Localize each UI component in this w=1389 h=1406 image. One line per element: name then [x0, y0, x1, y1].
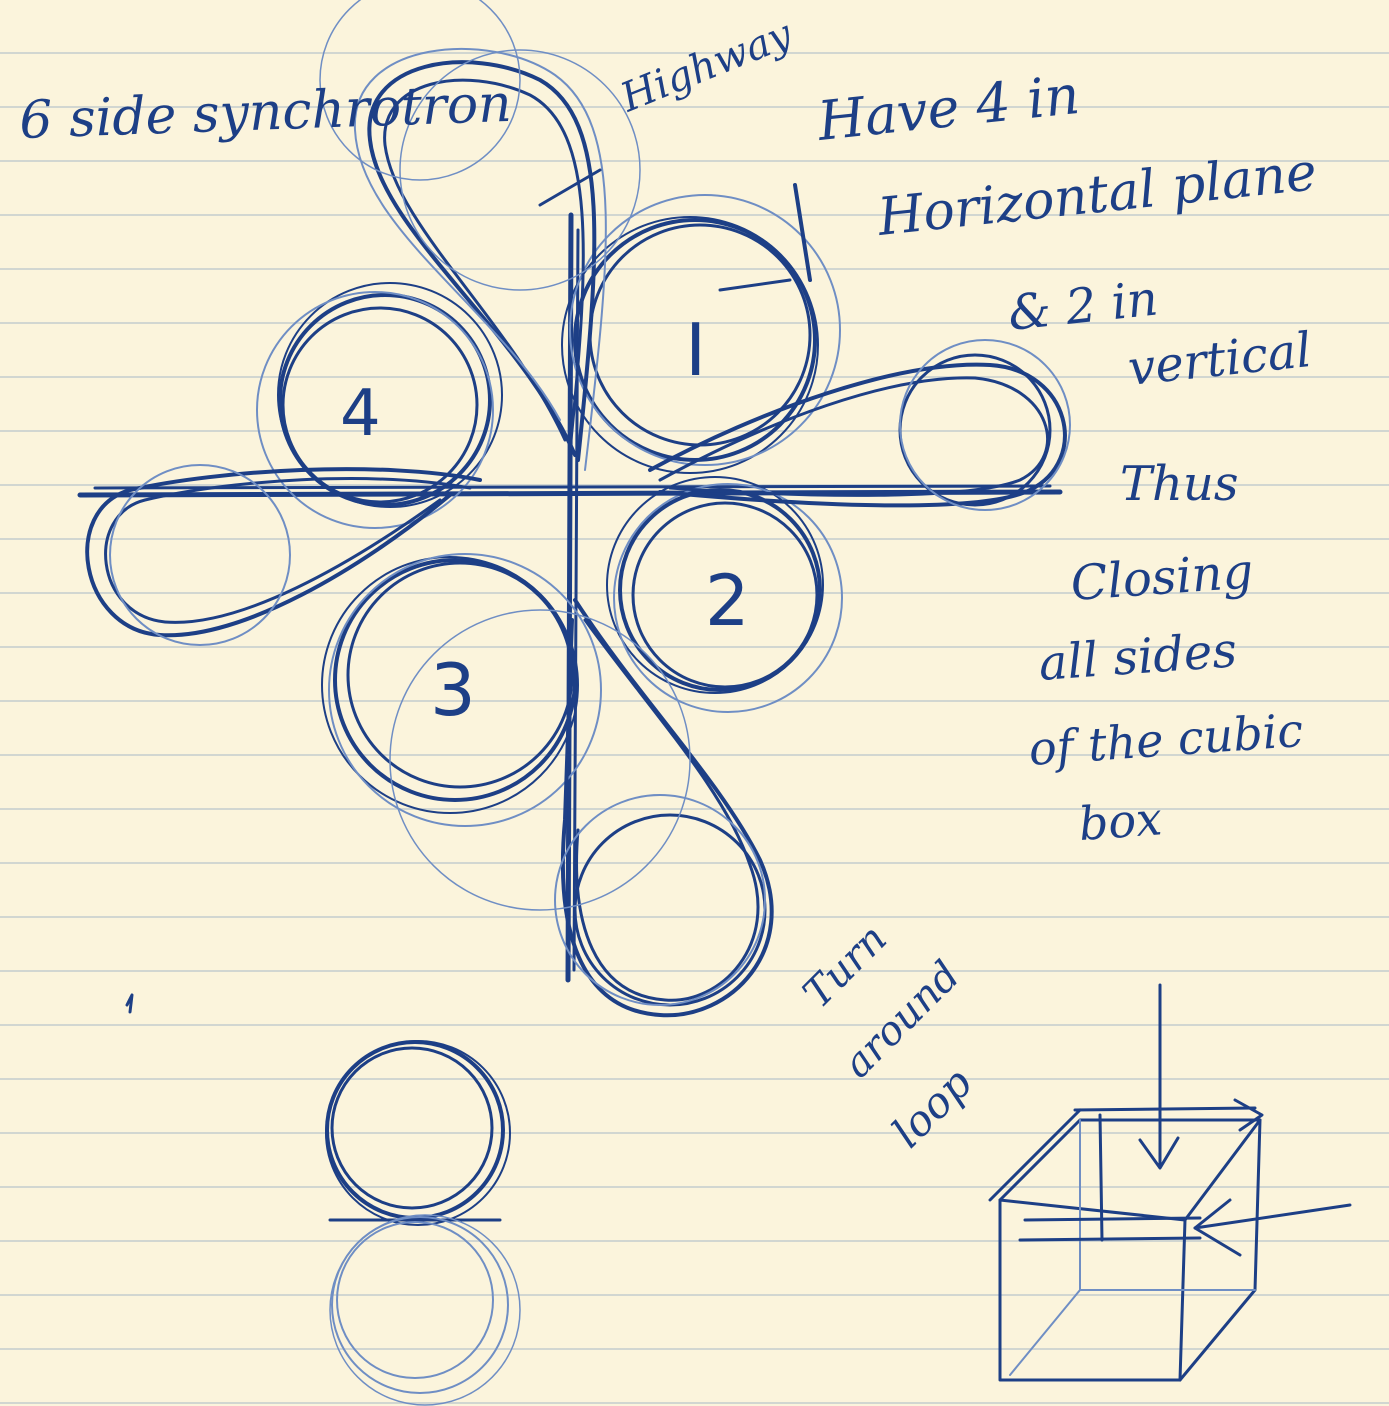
note-thus-line1: Thus — [1120, 456, 1238, 512]
note-have-line3: & 2 in — [1005, 271, 1160, 342]
note-6-side-synchrotron: 6 side synchrotron — [18, 74, 512, 151]
note-have-line4: vertical — [1125, 322, 1314, 397]
loop-4-label: 4 — [340, 377, 381, 451]
note-highway: Highway — [614, 11, 800, 122]
stroke-inside-loop-1 — [720, 280, 790, 290]
note-thus-line3: all sides — [1037, 622, 1239, 692]
note-turn-line1: Turn — [795, 916, 896, 1017]
loop-1-label: I — [685, 308, 706, 392]
note-thus-line4: of the cubic — [1027, 703, 1305, 776]
note-thus-line2: Closing — [1069, 543, 1255, 612]
loop-2-label: 2 — [705, 560, 750, 642]
ink-speck — [127, 995, 132, 1012]
note-have-line1: Have 4 in — [814, 63, 1083, 153]
loop-3-label: 3 — [430, 648, 476, 732]
note-thus-line5: box — [1077, 791, 1164, 851]
note-turn-line3: loop — [882, 1058, 981, 1157]
cube-sketch — [990, 985, 1350, 1380]
stacked-circles — [326, 1041, 520, 1405]
note-have-line2: Horizontal plane — [874, 142, 1319, 248]
